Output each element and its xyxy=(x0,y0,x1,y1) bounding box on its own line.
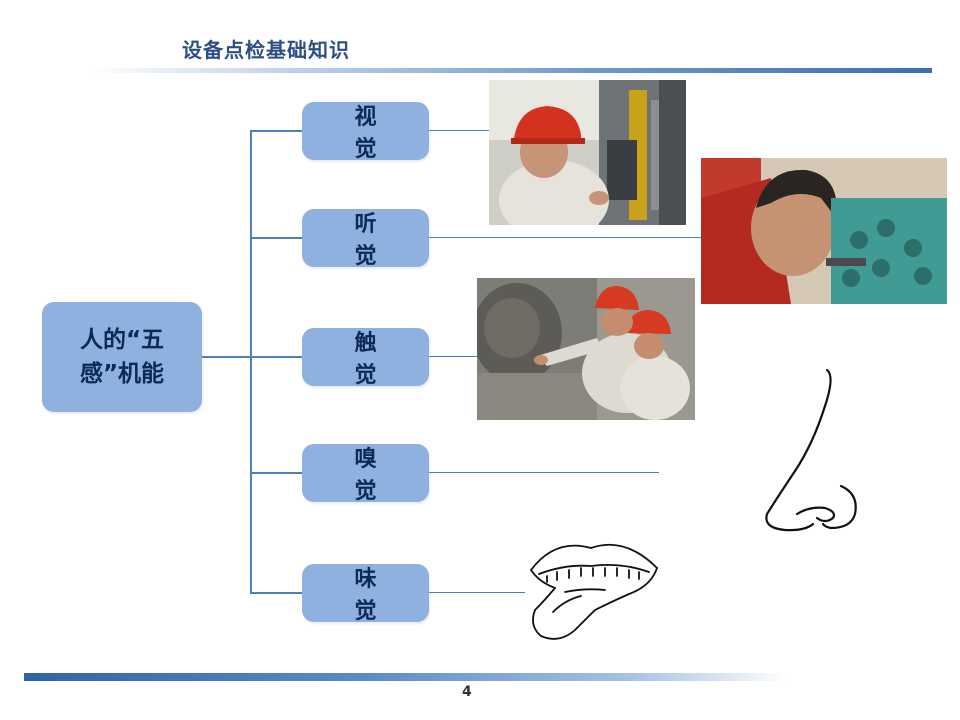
page-title: 设备点检基础知识 xyxy=(182,38,350,62)
link-taste xyxy=(429,592,525,593)
sense-hearing: 听 觉 xyxy=(302,209,429,269)
footer-bar xyxy=(24,673,788,681)
connector-branch-5 xyxy=(250,592,302,594)
title-underline xyxy=(90,68,932,73)
connector-branch-2 xyxy=(250,237,302,239)
mouth-tongue-drawing xyxy=(525,530,661,646)
sense-touch: 触 觉 xyxy=(302,328,429,388)
link-hearing xyxy=(429,237,701,238)
worker-inspecting-valve-photo xyxy=(489,80,686,225)
sense-taste: 味 觉 xyxy=(302,564,429,624)
link-smell xyxy=(429,472,659,473)
connector-root xyxy=(202,356,252,358)
sense-sight: 视 觉 xyxy=(302,102,429,162)
root-node-five-senses: 人的“五感”机能 xyxy=(42,302,202,412)
worker-listening-to-machine-photo xyxy=(701,158,947,304)
workers-touching-equipment-photo xyxy=(477,278,695,420)
nose-drawing xyxy=(755,366,865,536)
sense-smell: 嗅 觉 xyxy=(302,444,429,504)
link-touch xyxy=(429,356,477,357)
connector-branch-3 xyxy=(250,356,302,358)
page-number: 4 xyxy=(462,684,472,700)
connector-trunk xyxy=(250,130,252,594)
connector-branch-4 xyxy=(250,472,302,474)
link-sight xyxy=(429,130,489,131)
connector-branch-1 xyxy=(250,130,302,132)
